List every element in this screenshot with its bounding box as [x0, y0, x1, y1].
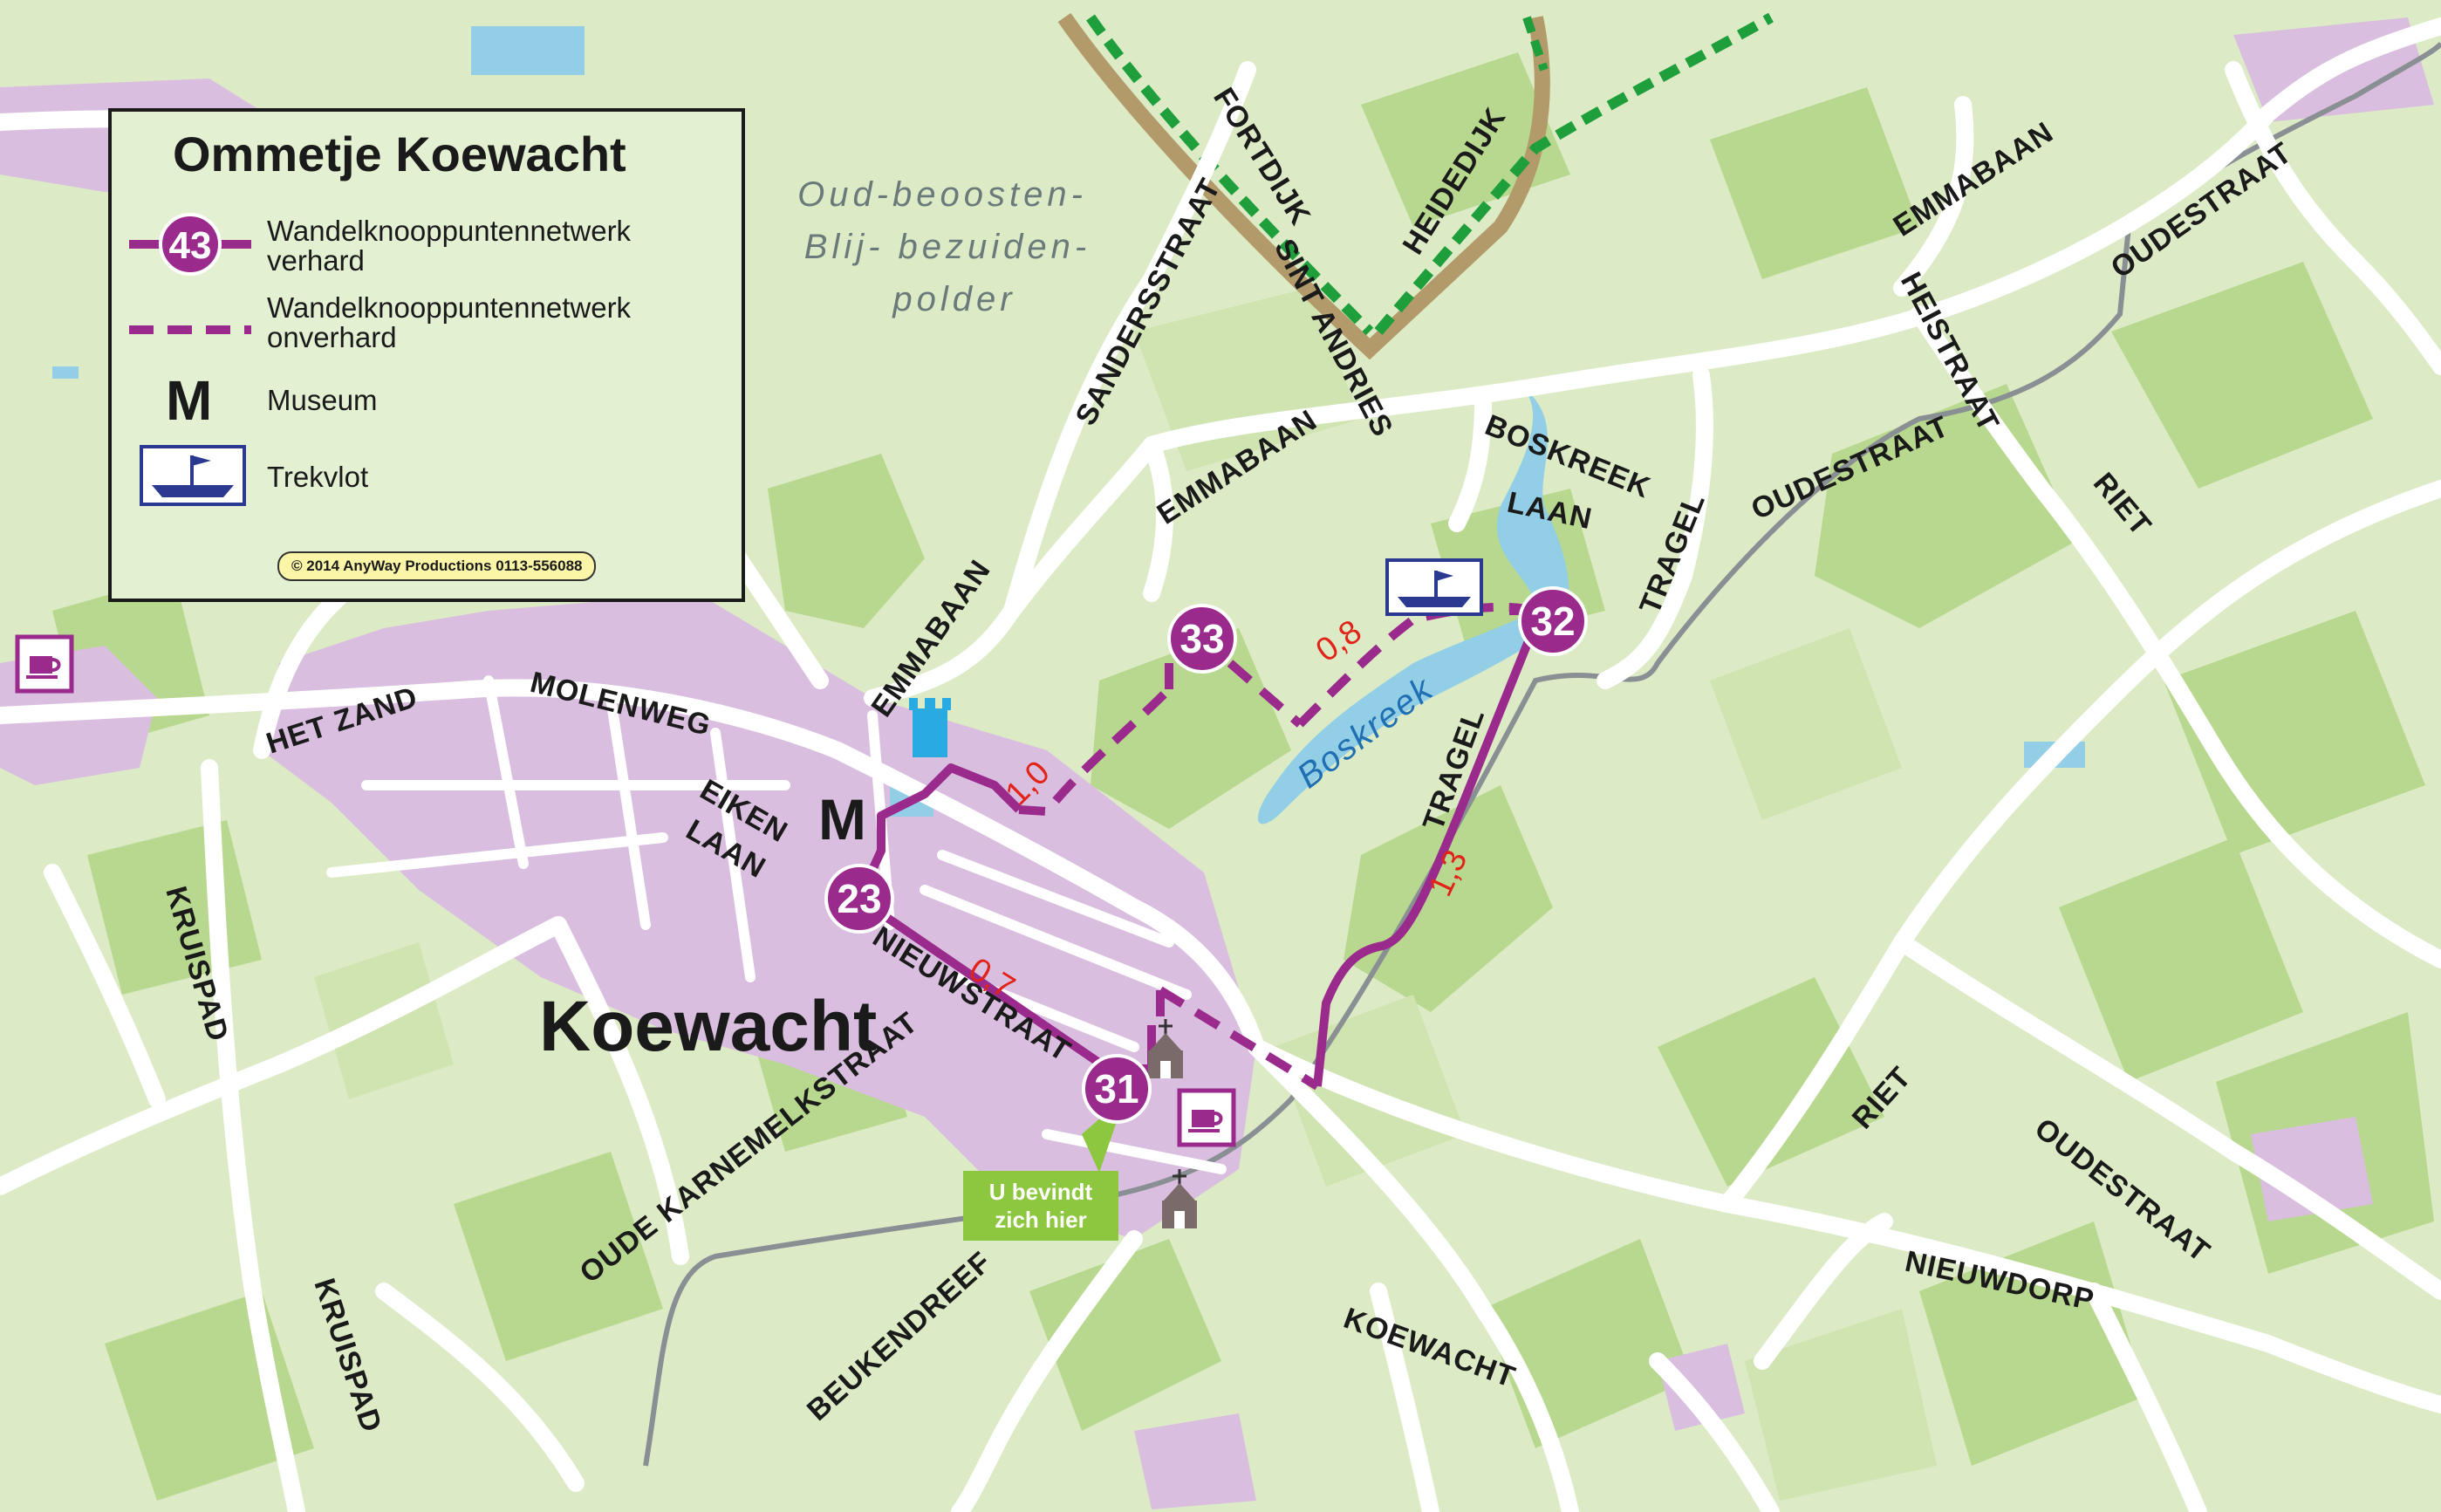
- polder-label: polder: [892, 280, 1015, 318]
- cafe-icon: [15, 634, 74, 694]
- route-unpaved: [1018, 602, 1544, 1091]
- you-are-here-box: U bevindt zich hier: [963, 1171, 1118, 1241]
- roads: [0, 17, 2441, 1512]
- dashed-line-icon: [129, 325, 251, 334]
- legend-label: Wandelknooppuntennetwerk: [267, 291, 632, 324]
- route-node-23[interactable]: 23: [824, 864, 894, 934]
- legend-label: Trekvlot: [267, 461, 369, 493]
- route-node-label: 33: [1179, 616, 1224, 661]
- copyright-badge: © 2014 AnyWay Productions 0113-556088: [277, 551, 597, 581]
- church-icon: [1148, 1019, 1183, 1078]
- water: [52, 26, 2085, 824]
- legend-node-label: 43: [169, 224, 212, 267]
- polder-label: Blij- bezuiden-: [804, 228, 1091, 266]
- church-icon: [1162, 1169, 1197, 1228]
- tower-icon: [909, 698, 951, 757]
- village-streets: [326, 675, 1227, 1174]
- trekvlot-icon: [140, 445, 246, 506]
- route-node-label: 32: [1530, 599, 1575, 644]
- cycle-route-heidedijk: [1374, 12, 1774, 335]
- you-are-here-line2: zich hier: [995, 1207, 1087, 1233]
- museum-icon: M: [166, 369, 213, 432]
- route-node-icon: 43: [129, 213, 251, 276]
- museum-marker[interactable]: M: [818, 787, 866, 852]
- cafe-icon: [1177, 1088, 1236, 1147]
- legend-label: verhard: [267, 244, 365, 277]
- legend-label: Museum: [267, 384, 378, 416]
- you-are-here-line1: U bevindt: [988, 1179, 1093, 1205]
- route-node-33[interactable]: 33: [1167, 604, 1237, 674]
- legend-title: Ommetje Koewacht: [173, 127, 626, 181]
- route-node-label: 23: [837, 876, 881, 921]
- trekvlot-icon: [1385, 558, 1483, 616]
- route-node-32[interactable]: 32: [1518, 586, 1588, 656]
- cycle-route-top: [1522, 16, 1549, 72]
- map-legend: Ommetje Koewacht 43 Wandelknooppuntennet…: [108, 108, 745, 602]
- town-label: Koewacht: [539, 987, 877, 1066]
- legend-label: onverhard: [267, 321, 397, 353]
- route-node-label: 31: [1094, 1066, 1138, 1112]
- route-node-31[interactable]: 31: [1082, 1054, 1152, 1124]
- polder-label: Oud-beoosten-: [797, 175, 1087, 214]
- dike-road: [1057, 12, 1550, 360]
- legend-label: Wandelknooppuntennetwerk: [267, 215, 632, 247]
